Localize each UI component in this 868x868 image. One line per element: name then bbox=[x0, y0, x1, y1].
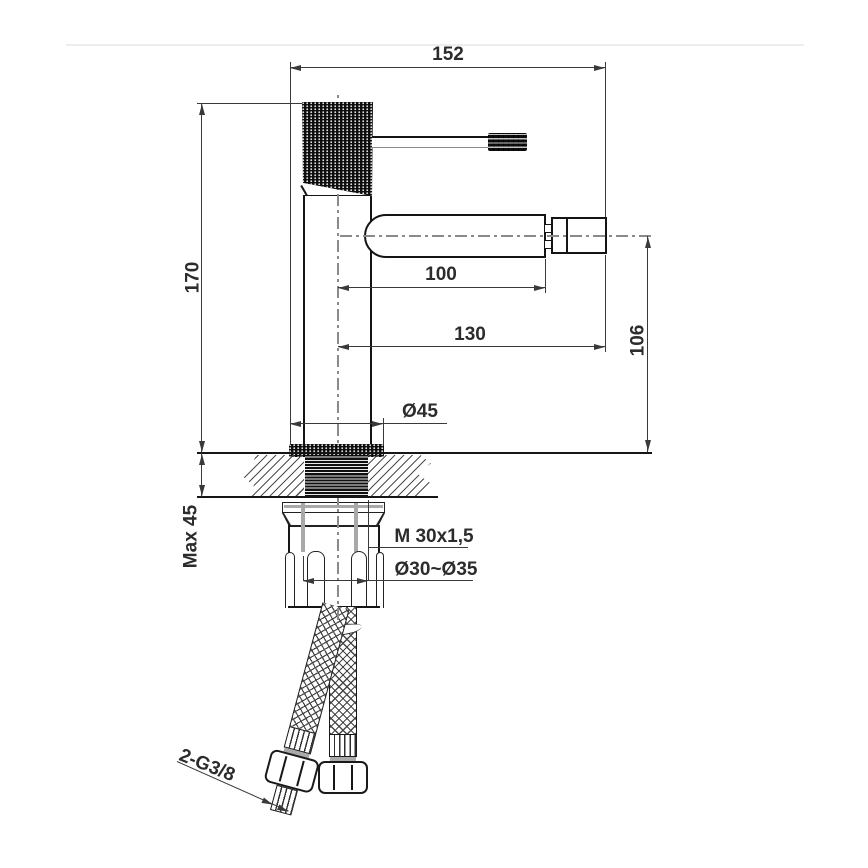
dim-100-arrow-left bbox=[338, 284, 349, 291]
dim-100-line bbox=[338, 287, 545, 289]
dim-152-arrow-right bbox=[594, 64, 605, 71]
dim-130-label: 130 bbox=[454, 324, 486, 345]
dim-106-line bbox=[647, 236, 649, 452]
dim-152-ext-left bbox=[290, 62, 292, 445]
dim-100-arrow-right bbox=[534, 284, 545, 291]
hole-dim-arrow-right bbox=[357, 577, 368, 584]
hose-hex-nut bbox=[263, 748, 321, 795]
thread-label-underline bbox=[368, 547, 468, 549]
dim-152-label: 152 bbox=[432, 44, 464, 65]
dim-130-arrow-right bbox=[594, 343, 605, 350]
spout-centerline bbox=[340, 235, 653, 237]
dim-106-label: 106 bbox=[627, 324, 649, 357]
handle-lever-tip bbox=[488, 133, 527, 151]
hidden-hose-line-left bbox=[301, 503, 305, 552]
hose-thread-label: 2-G3/8 bbox=[176, 744, 238, 787]
countertop-hatch-left bbox=[242, 455, 304, 496]
hex-facet-line bbox=[278, 756, 287, 782]
hex-facet-line bbox=[296, 760, 305, 787]
dim-dia45-arrow-left bbox=[290, 420, 301, 427]
dim-100-ext bbox=[545, 259, 547, 293]
hex-facet-line bbox=[333, 765, 335, 790]
dim-max45-arrow-bottom bbox=[198, 485, 205, 496]
nut-castellation-slot bbox=[285, 552, 295, 608]
dim-dia45-arrow-right bbox=[372, 420, 383, 427]
threaded-shank bbox=[305, 455, 368, 497]
dim-152-line bbox=[290, 67, 605, 69]
hole-dim-arrow-left bbox=[303, 577, 314, 584]
dim-152-arrow-left bbox=[290, 64, 301, 71]
hose-hex-nut bbox=[318, 761, 368, 794]
dim-170-ext-top bbox=[197, 103, 302, 105]
dim-max45-label: Max 45 bbox=[180, 504, 202, 569]
countertop-hatch-right bbox=[368, 455, 433, 496]
handle-knurled-grip bbox=[302, 102, 373, 196]
handle-lever-bar bbox=[372, 136, 489, 148]
thread-leader-vertical bbox=[368, 500, 370, 581]
hole-dim-line bbox=[303, 580, 473, 582]
dim-170-line bbox=[201, 104, 203, 452]
dim-130-arrow-left bbox=[338, 343, 349, 350]
dim-dia45-ext-right bbox=[383, 418, 385, 445]
dim-dia45-line bbox=[290, 423, 447, 425]
dim-100-label: 100 bbox=[425, 264, 457, 285]
vertical-centerline bbox=[337, 92, 339, 620]
dim-max45-arrow-top bbox=[198, 454, 205, 465]
hidden-hose-line-right bbox=[354, 503, 358, 552]
hole-dim-ext-left bbox=[303, 556, 305, 581]
dim-170-label: 170 bbox=[182, 261, 204, 294]
washer-gasket-line bbox=[284, 505, 383, 508]
hex-facet-line bbox=[351, 765, 353, 790]
hole-diameter-label: Ø30~Ø35 bbox=[394, 559, 478, 580]
dim-170-arrow-bottom bbox=[198, 441, 205, 452]
dim-170-arrow-top bbox=[198, 104, 205, 115]
dim-106-arrow-bottom bbox=[644, 440, 651, 451]
dim-130-ext bbox=[605, 255, 607, 352]
countertop-surface-line bbox=[197, 452, 652, 454]
dim-dia45-label: Ø45 bbox=[402, 401, 438, 422]
washer-cone-fill bbox=[284, 513, 383, 525]
dim-max45-line bbox=[201, 453, 203, 497]
thread-spec-label: M 30x1,5 bbox=[394, 526, 474, 547]
dim-130-line bbox=[338, 346, 605, 348]
hose-crimp-collar bbox=[329, 734, 357, 757]
scan-artifact-line bbox=[66, 44, 804, 46]
countertop-underside-line bbox=[197, 496, 438, 498]
hose-collar-band bbox=[330, 757, 356, 761]
dim-152-ext-right bbox=[605, 62, 607, 217]
dim-106-arrow-top bbox=[644, 237, 651, 248]
